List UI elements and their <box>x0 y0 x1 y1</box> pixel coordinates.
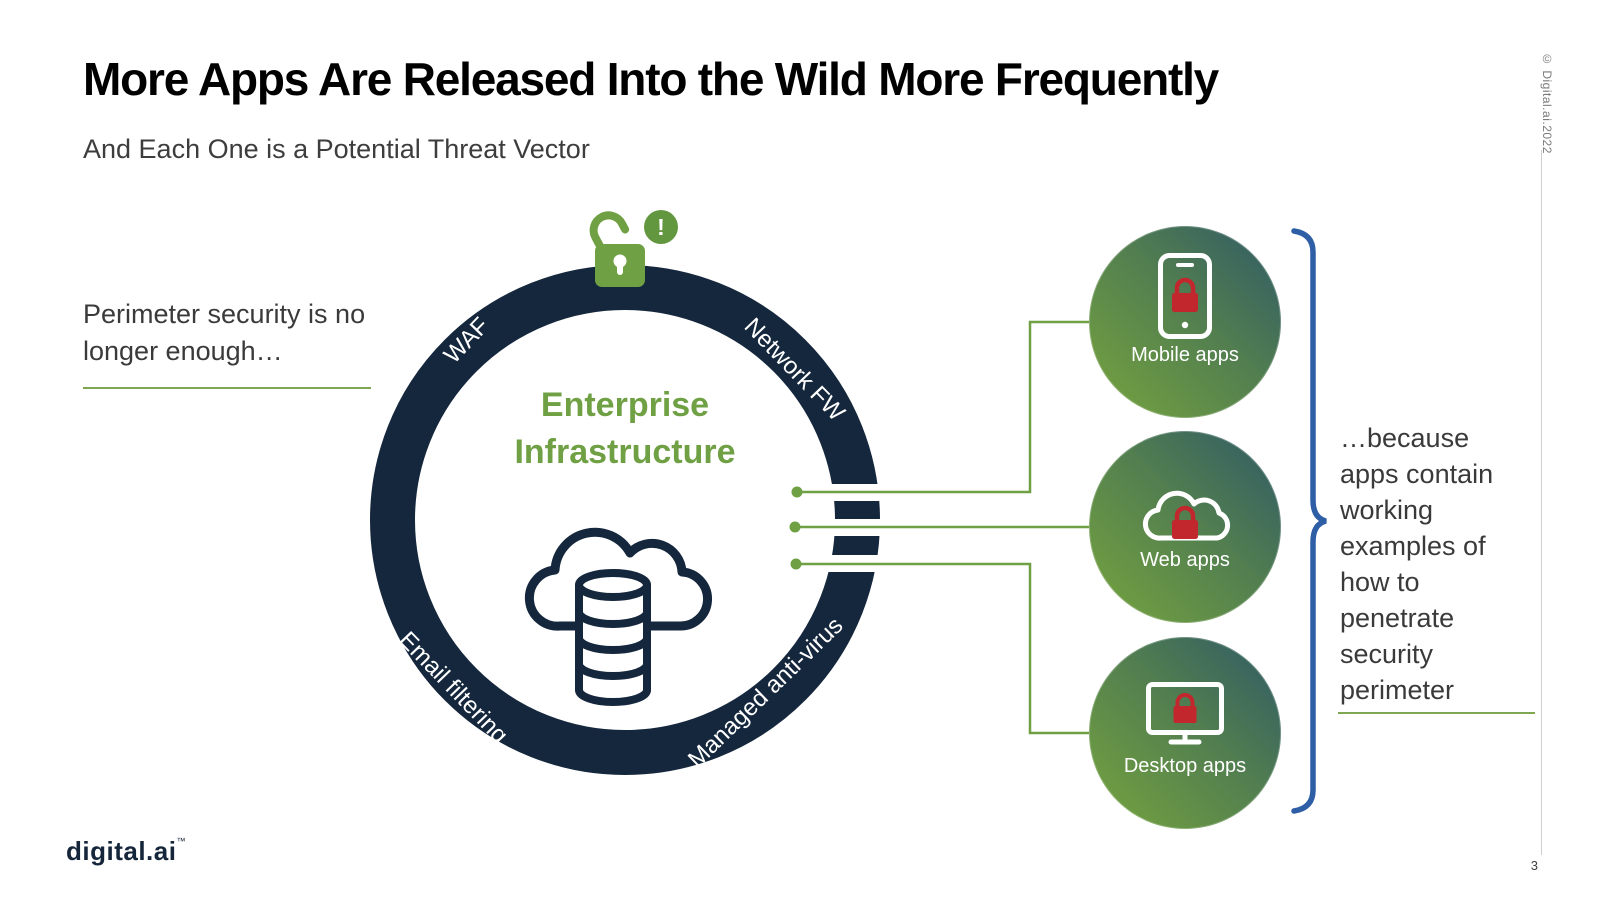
logo-trademark: ™ <box>176 836 186 846</box>
ring-gap <box>818 519 890 536</box>
right-margin-line <box>1541 150 1542 855</box>
desktop-lock-icon <box>1146 682 1224 745</box>
slide-title: More Apps Are Released Into the Wild Mor… <box>83 53 1219 105</box>
desktop-apps-label: Desktop apps <box>1123 755 1247 777</box>
cloud-lock-icon <box>1142 490 1231 541</box>
alert-badge-circle <box>644 210 678 244</box>
enterprise-infrastructure-label: Enterprise Infrastructure <box>514 386 736 471</box>
ring-gap <box>818 555 890 572</box>
web-apps-label: Web apps <box>1140 549 1230 571</box>
open-padlock-icon: ! <box>589 210 678 287</box>
desktop-apps-circle: Desktop apps <box>1089 637 1281 829</box>
left-note: Perimeter security is no longer enough… <box>83 299 366 366</box>
digital-ai-logo: digital.ai™ <box>66 836 186 867</box>
mobile-lock-icon <box>1158 253 1212 339</box>
page-number: 3 <box>1530 858 1538 873</box>
mobile-apps-label: Mobile apps <box>1131 344 1239 366</box>
cloud-database-icon <box>524 527 712 706</box>
ring-gap <box>818 484 890 501</box>
left-note-underline <box>83 387 371 389</box>
right-note-underline <box>1338 712 1535 714</box>
copyright-text: © Digital.ai.2022 <box>1540 52 1554 154</box>
alert-badge-exclamation: ! <box>657 214 665 240</box>
web-apps-circle: Web apps <box>1089 431 1281 623</box>
right-note: …because apps contain working examples o… <box>1340 423 1494 705</box>
slide-subtitle: And Each One is a Potential Threat Vecto… <box>83 134 590 164</box>
mobile-apps-circle: Mobile apps <box>1089 226 1281 418</box>
curly-brace <box>1291 228 1327 814</box>
logo-text: digital.ai <box>66 836 177 866</box>
